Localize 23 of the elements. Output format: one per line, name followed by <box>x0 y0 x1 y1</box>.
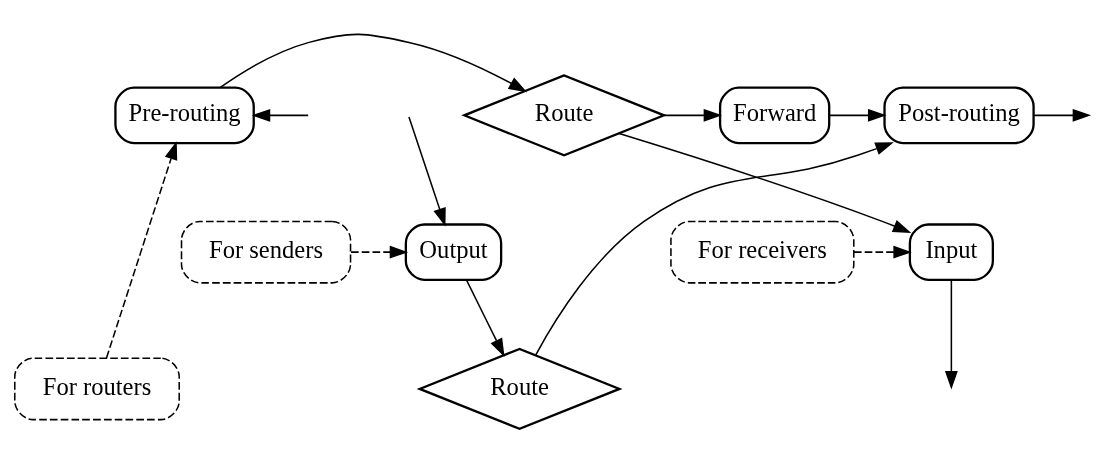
arrow <box>350 245 409 259</box>
arrow <box>944 278 958 389</box>
node-diamond: Route <box>461 73 668 157</box>
arrow <box>828 108 887 122</box>
arrow <box>663 108 723 122</box>
node-box: For senders <box>180 220 352 284</box>
node-box: Output <box>404 222 503 281</box>
arrow <box>465 278 505 357</box>
arrow <box>853 245 912 259</box>
arrow <box>1033 108 1092 122</box>
node-diamond: Route <box>416 347 623 430</box>
node-box: Forward <box>718 86 831 144</box>
node-box: Input <box>908 222 994 281</box>
arrow <box>105 140 178 359</box>
arrow <box>251 108 309 122</box>
node-box: For receivers <box>670 220 855 284</box>
node-box: For routers <box>14 356 180 420</box>
node-box: Post-routing <box>883 86 1035 144</box>
arrow <box>219 33 528 92</box>
node-box: Pre-routing <box>114 86 255 144</box>
arrow <box>408 115 446 226</box>
arrow <box>534 141 894 356</box>
arrow <box>618 132 912 233</box>
